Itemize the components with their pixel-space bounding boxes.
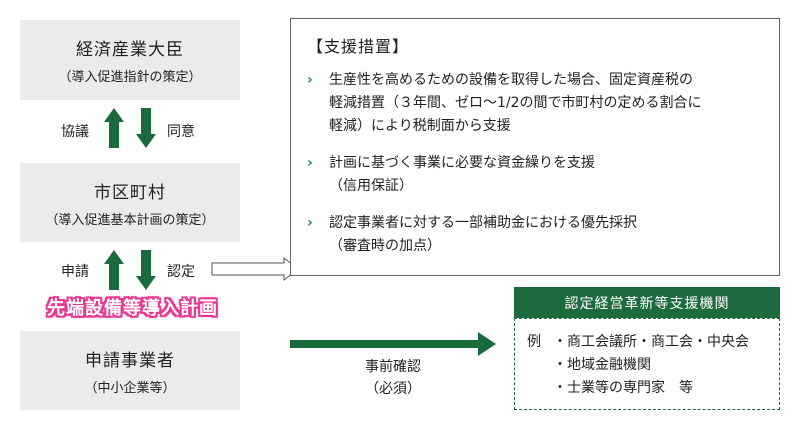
- support-org-item: ・商工会議所・商工会・中央会: [553, 334, 749, 350]
- support-item-line: 軽減措置（３年間、ゼロ〜1/2の間で市町村の定める割合に: [329, 95, 702, 111]
- support-title: 【支援措置】: [307, 37, 410, 56]
- applicant-title: 申請事業者: [85, 350, 175, 371]
- support-item-line: 認定事業者に対する一部補助金における優先採択: [329, 215, 637, 231]
- applicant-box: 申請事業者 （中小企業等）: [20, 331, 240, 410]
- up-arrow-consult: [104, 108, 124, 148]
- down-arrow-agree: [136, 108, 156, 148]
- plan-title: 先端設備等導入計画: [47, 298, 218, 319]
- minister-box: 経済産業大臣 （導入促進指針の策定）: [20, 20, 240, 100]
- city-subtitle: （導入促進基本計画の策定）: [45, 212, 215, 228]
- certify-label: 認定: [167, 264, 195, 280]
- support-item-line: （信用保証）: [329, 178, 413, 194]
- support-org-title: 認定経営革新等支援機関: [514, 287, 780, 318]
- arrow-to-support-org: [290, 332, 496, 356]
- city-title: 市区町村: [94, 182, 166, 203]
- support-item: › 計画に基づく事業に必要な資金繰りを支援 （信用保証）: [307, 152, 763, 198]
- support-item-line: 軽減）により税制面から支援: [329, 118, 511, 134]
- prior-consult-line: 事前確認: [365, 359, 421, 375]
- prior-consult-label: 事前確認 （必須）: [348, 356, 438, 400]
- chevron-right-icon: ›: [307, 72, 313, 88]
- example-label: 例: [527, 334, 541, 350]
- support-item-line: （審査時の加点）: [329, 238, 441, 254]
- hollow-arrow-to-support: [211, 256, 299, 282]
- consult-label: 協議: [61, 124, 89, 140]
- prior-consult-note: （必須）: [365, 381, 421, 397]
- chevron-right-icon: ›: [307, 155, 313, 171]
- chevron-right-icon: ›: [307, 215, 313, 231]
- down-arrow-certify: [136, 250, 156, 290]
- support-org-item: ・地域金融機関: [553, 357, 651, 373]
- support-org-item: ・士業等の専門家 等: [553, 380, 693, 396]
- support-item-line: 計画に基づく事業に必要な資金繰りを支援: [329, 155, 595, 171]
- support-item: › 認定事業者に対する一部補助金における優先採択 （審査時の加点）: [307, 212, 763, 258]
- applicant-subtitle: （中小企業等）: [84, 380, 176, 396]
- support-item-line: 生産性を高めるための設備を取得した場合、固定資産税の: [329, 72, 693, 88]
- apply-label: 申請: [61, 264, 89, 280]
- agree-label: 同意: [167, 124, 195, 140]
- support-org-box: 例 ・商工会議所・商工会・中央会 ・地域金融機関 ・士業等の専門家 等: [514, 318, 780, 410]
- support-item: › 生産性を高めるための設備を取得した場合、固定資産税の 軽減措置（３年間、ゼロ…: [307, 69, 763, 138]
- support-measures-box: 【支援措置】 › 生産性を高めるための設備を取得した場合、固定資産税の 軽減措置…: [290, 18, 780, 276]
- minister-subtitle: （導入促進指針の策定）: [58, 70, 202, 85]
- minister-title: 経済産業大臣: [76, 40, 184, 60]
- up-arrow-apply: [104, 250, 124, 290]
- city-box: 市区町村 （導入促進基本計画の策定）: [20, 163, 240, 242]
